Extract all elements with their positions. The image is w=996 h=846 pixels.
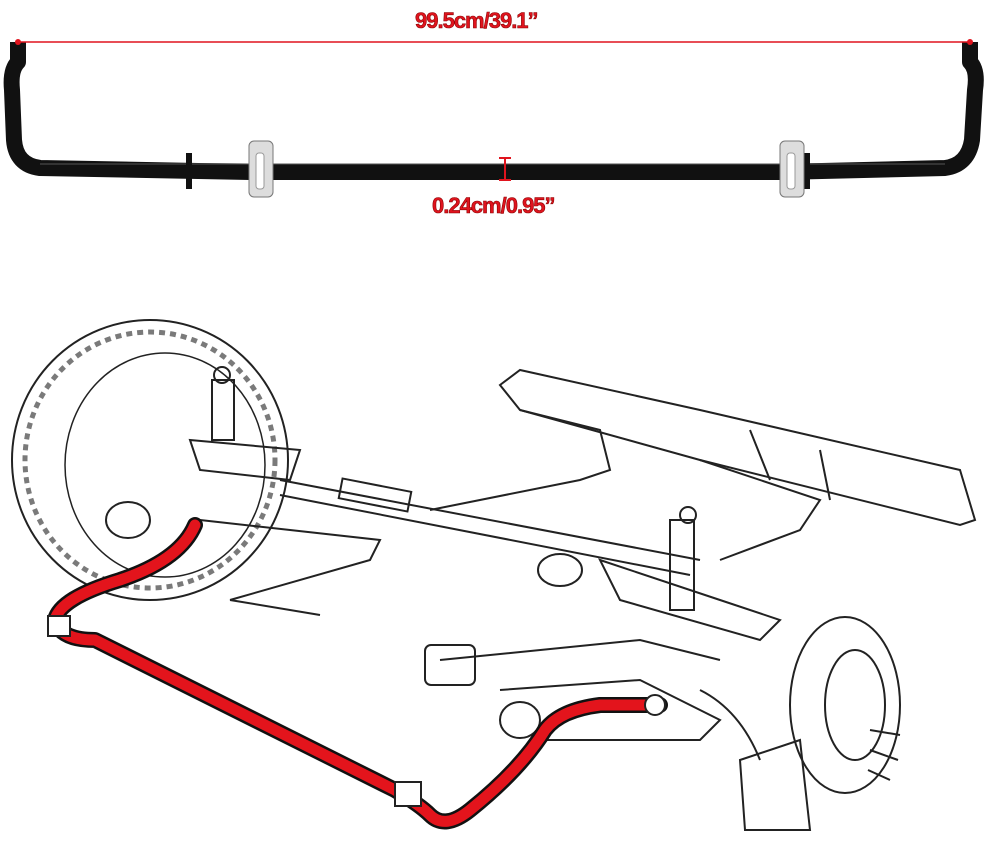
steering-rack — [279, 477, 701, 587]
length-label: 99.5cm/39.1” — [415, 8, 539, 34]
diameter-label: 0.24cm/0.95” — [432, 193, 556, 219]
sway-bar-installed-highlight — [47, 517, 668, 830]
length-dimension-line — [15, 39, 973, 45]
left-strut — [105, 366, 382, 616]
right-strut — [424, 506, 782, 761]
tire — [11, 319, 289, 601]
suspension-diagram — [11, 319, 977, 831]
sway-bar-photo — [3, 42, 984, 198]
end-link-right — [644, 694, 666, 716]
bushing-clamp-right — [394, 781, 422, 807]
crossmember-frame — [429, 368, 977, 561]
bushing-clamp-left — [47, 615, 71, 637]
brake-rotor-hub — [738, 616, 901, 831]
diameter-dimension-line — [499, 157, 511, 181]
